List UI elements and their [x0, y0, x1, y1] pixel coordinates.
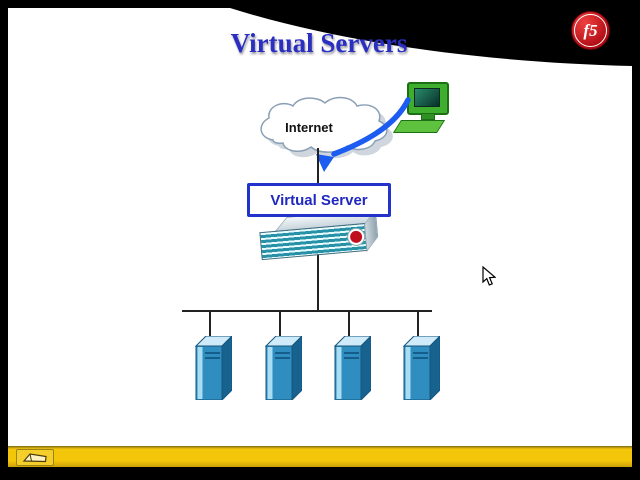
- f5-logo-text: f5: [583, 21, 598, 40]
- server-tower-icon: [333, 336, 371, 400]
- server-tower-icon: [194, 336, 232, 400]
- page-title: Virtual Servers: [230, 28, 408, 58]
- internet-cloud-icon: [260, 96, 393, 159]
- virtual-server-box: Virtual Server: [247, 183, 391, 217]
- server-connector-line: [279, 310, 281, 337]
- mouse-cursor: [482, 266, 496, 286]
- appliance-to-bus-line: [317, 252, 319, 312]
- server-connector-line: [417, 310, 419, 337]
- traffic-flow-arrow: [316, 97, 411, 172]
- f5-logo: f5: [571, 11, 610, 50]
- server-connector-line: [209, 310, 211, 337]
- pen-tool-icon: [22, 453, 47, 463]
- server-connector-line: [348, 310, 350, 337]
- server-tower: [258, 310, 302, 402]
- monitor-screen: [414, 88, 440, 107]
- server-tower: [327, 310, 371, 402]
- internet-cloud: Internet: [245, 92, 405, 162]
- presenter-toolbar: [8, 446, 632, 467]
- network-bus-line: [182, 310, 432, 312]
- client-workstation-icon: [392, 80, 455, 140]
- cloud-to-box-line: [317, 148, 319, 184]
- bigip-appliance-icon: [258, 208, 382, 265]
- server-tower-icon: [264, 336, 302, 400]
- server-tower: [188, 310, 232, 402]
- pen-tool-button[interactable]: [16, 449, 54, 466]
- internet-label: Internet: [285, 120, 333, 135]
- virtual-server-label: Virtual Server: [270, 191, 368, 209]
- server-tower-icon: [402, 336, 440, 400]
- monitor-stand: [421, 113, 435, 120]
- top-swoosh-decoration: [230, 8, 632, 66]
- slide-canvas[interactable]: Virtual Servers f5 Internet: [8, 8, 632, 446]
- server-tower: [396, 310, 440, 402]
